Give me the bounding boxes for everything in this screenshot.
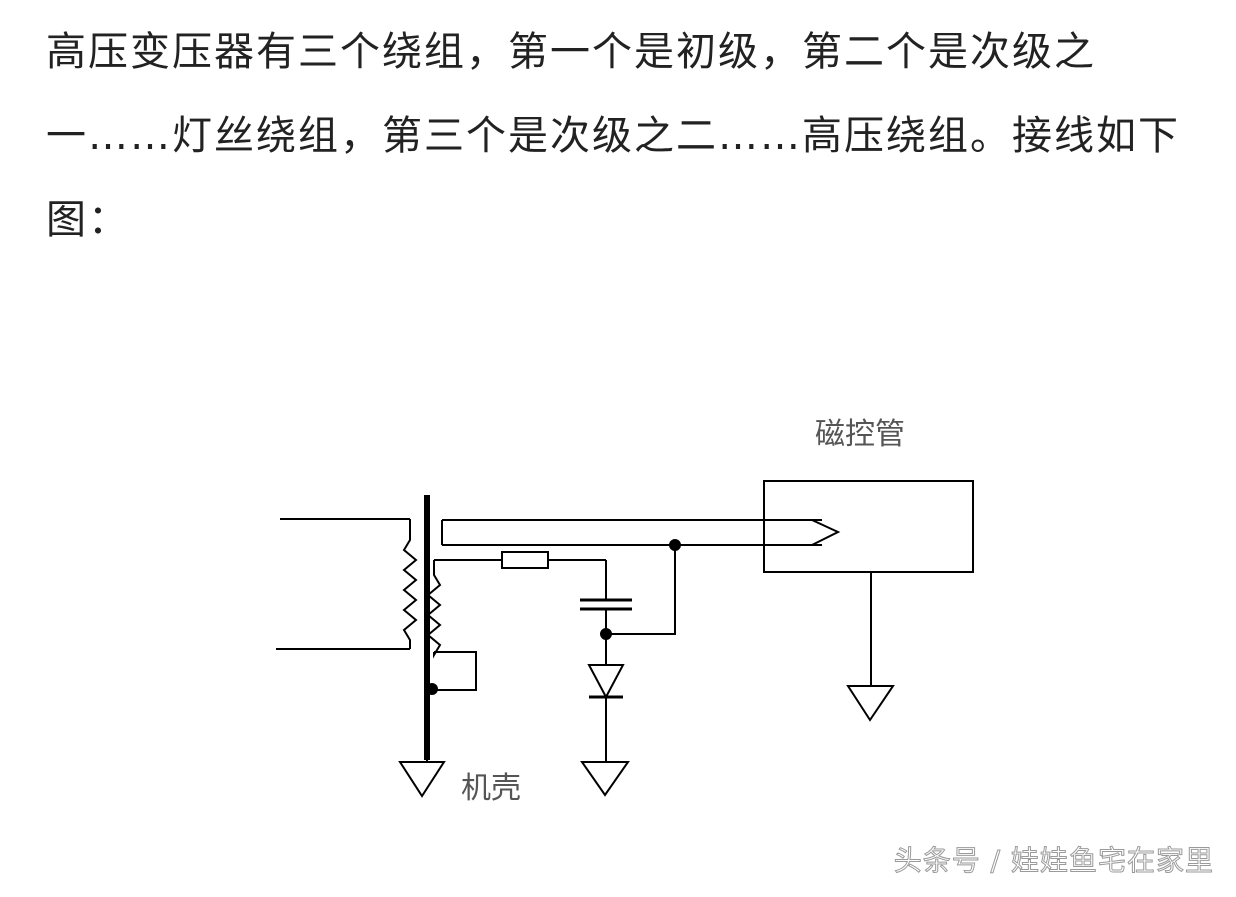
junction-dot-chassis <box>426 683 438 695</box>
cap-to-filament-link <box>606 545 676 635</box>
fuse-resistor <box>501 551 549 569</box>
chassis-label: 机壳 <box>461 771 521 806</box>
magnetron-box <box>763 480 974 573</box>
ground-symbol-chassis <box>398 761 446 798</box>
hv-winding-chassis-link <box>432 651 477 691</box>
hv-diode <box>587 664 625 700</box>
ground-symbol-diode <box>580 761 630 797</box>
magnetron-label: 磁控管 <box>815 417 905 452</box>
primary-winding-coil <box>402 519 418 649</box>
watermark: 头条号 / 娃娃鱼宅在家里 <box>893 844 1214 878</box>
ground-symbol-magnetron <box>846 685 895 722</box>
article-paragraph: 高压变压器有三个绕组，第一个是初级，第二个是次级之一……灯丝绕组，第三个是次级之… <box>46 29 1180 243</box>
filament-arrow <box>811 519 841 546</box>
hv-winding-coil <box>426 560 442 659</box>
